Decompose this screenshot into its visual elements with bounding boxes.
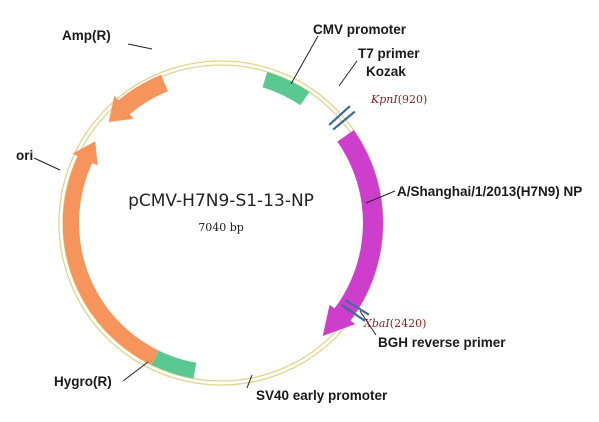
sv40-label: SV40 early promoter (256, 388, 388, 403)
plasmid-size: 7040 bp (198, 221, 244, 234)
np-gene-arrow (322, 130, 384, 336)
leader-cmv (290, 35, 319, 85)
amp-label: Amp(R) (62, 28, 111, 43)
bgh-primer-label: BGH reverse primer (378, 335, 506, 350)
leader-amp (127, 43, 153, 50)
cmv-label: CMV promoter (313, 22, 407, 37)
primer-tick (332, 110, 356, 131)
t7-primer-mark (328, 105, 356, 131)
kozak-label: Kozak (366, 64, 406, 79)
cmv-promoter-block (262, 71, 310, 106)
kpni-site-name: KpnI (370, 93, 398, 106)
leader-bgh (359, 310, 377, 336)
leader-ori (33, 157, 61, 171)
kpni-site-label: KpnI(920) (370, 93, 427, 106)
primer-tick (328, 105, 351, 126)
leader-sv40 (246, 374, 253, 389)
primer-tick (344, 299, 370, 316)
leader-hygro (122, 361, 149, 382)
bgh-primer-mark (341, 299, 370, 322)
hygro-label: Hygro(R) (54, 374, 112, 389)
plasmid-name: pCMV-H7N9-S1-13-NP (128, 191, 314, 211)
kpni-site-position: (920) (398, 93, 428, 106)
leader-np (365, 190, 396, 204)
sv40-promoter-block (151, 350, 197, 379)
ori-label: ori (16, 148, 33, 163)
t7-primer-label: T7 primer (358, 46, 420, 61)
xbai-site-position: (2420) (390, 317, 427, 330)
leader-t7 (338, 60, 358, 87)
amp-resistance-arrow (108, 74, 168, 122)
xbai-site-label: XbaI(2420) (363, 317, 426, 330)
primer-tick (341, 304, 366, 322)
np-label: A/Shanghai/1/2013(H7N9) NP (397, 184, 582, 199)
hygro-resistance-arrow (62, 141, 159, 365)
xbai-site-name: XbaI (363, 317, 390, 330)
